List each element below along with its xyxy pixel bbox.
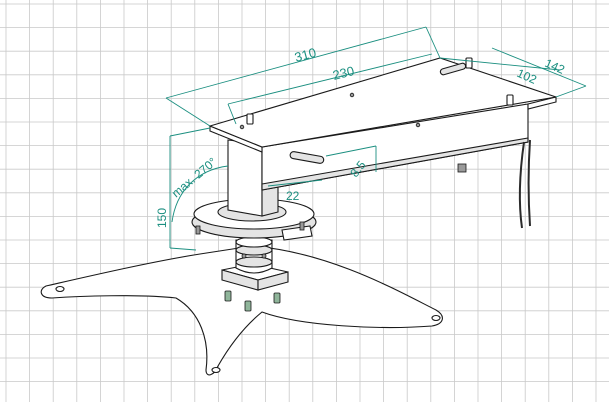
top-plate-underside-shadow [261,137,529,191]
plate-stud [246,113,254,125]
screw [224,290,232,302]
column-bolt [261,253,267,259]
plate-stud [465,57,473,69]
top-plate-right-side [527,96,557,110]
disc-bolt [299,221,305,231]
dimension-lines [165,26,587,251]
screw [244,300,252,312]
support-post-front [227,139,263,217]
column-bolt [241,253,247,259]
dim-overall-length: 310 [293,45,318,65]
power-cable [527,139,531,227]
plate-hole [349,92,355,98]
dim-rotation: max. 270° [169,155,220,201]
column-flange-side [257,271,289,291]
dim-slot-offset: 22 [286,189,300,203]
mounting-slot [289,151,325,164]
power-cable [518,141,525,229]
base-plate-hole [55,285,65,293]
vesa-base-plate [40,245,443,376]
dim-plate-length: 230 [331,63,356,83]
plate-hole [415,122,421,128]
screw-set [224,290,281,312]
plate-nut [457,163,467,173]
plate-hole [239,124,245,130]
disc-bolt [195,225,201,235]
screw [273,292,281,304]
base-plate-hole [211,366,221,374]
base-plate-hole [431,314,441,322]
dim-height: 150 [155,208,169,228]
column-ring [235,256,273,268]
dim-overall-width: 142 [543,56,567,77]
plate-stud [506,94,514,106]
